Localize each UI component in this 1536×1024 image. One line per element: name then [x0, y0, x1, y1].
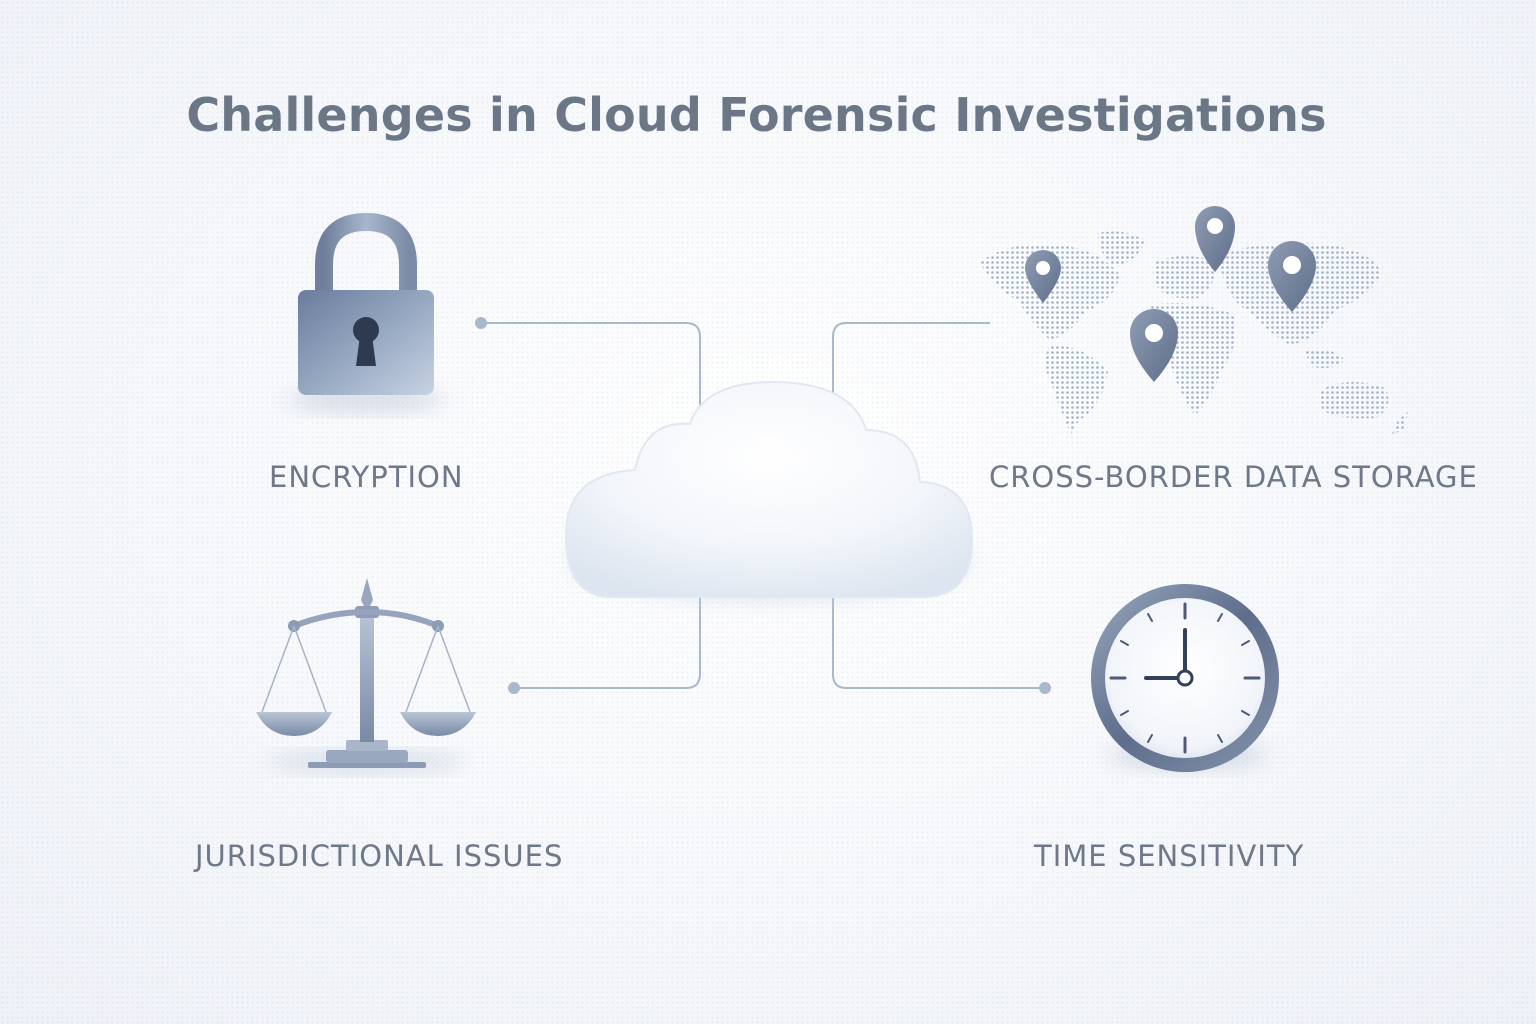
- clock-icon: [1091, 584, 1279, 772]
- connector-dot-time: [1039, 682, 1051, 694]
- map-pin-europe: [1195, 206, 1235, 272]
- connector-dot-jurisdictional: [508, 682, 520, 694]
- label-jurisdictional-issues: JURISDICTIONAL ISSUES: [195, 839, 564, 873]
- scales-of-justice-icon: [256, 578, 476, 772]
- connector-dots: [475, 317, 1051, 694]
- page-title: Challenges in Cloud Forensic Investigati…: [186, 88, 1327, 142]
- label-encryption: ENCRYPTION: [269, 460, 464, 494]
- label-time-sensitivity: TIME SENSITIVITY: [1034, 839, 1305, 873]
- padlock-icon: [286, 212, 446, 412]
- connector-time: [832, 598, 1045, 689]
- connector-jurisdictional: [514, 598, 701, 689]
- connector-encryption: [481, 322, 701, 430]
- label-cross-border-data-storage: CROSS-BORDER DATA STORAGE: [989, 460, 1478, 494]
- cloud-icon: [564, 380, 974, 600]
- map-pin-asia: [1268, 241, 1316, 312]
- connector-cross-border: [832, 322, 990, 400]
- map-pin-africa: [1130, 309, 1178, 382]
- connector-dot-encryption: [475, 317, 487, 329]
- world-map-pins-icon: [980, 206, 1408, 436]
- map-pin-north-america: [1025, 250, 1061, 303]
- connectors: [481, 322, 1045, 689]
